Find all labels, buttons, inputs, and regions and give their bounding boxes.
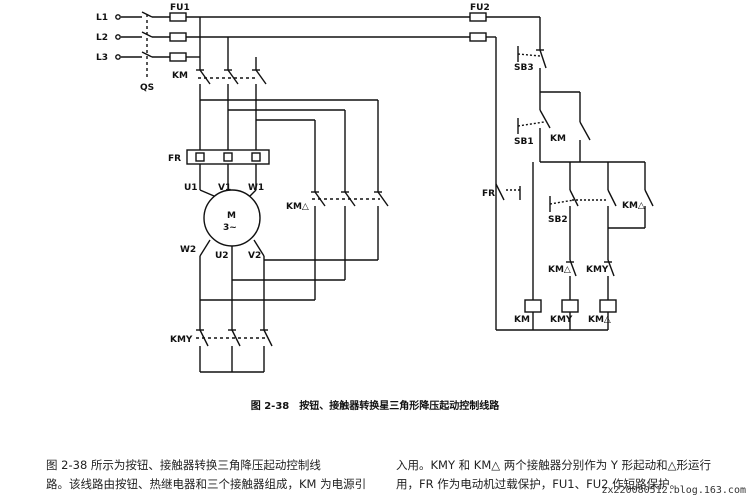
control-circuit: [495, 17, 654, 331]
label-coil-km: KM: [514, 315, 530, 325]
paragraph-left-line-2: 路。该线路由按钮、热继电器和三个接触器组成，KM 为电源引: [46, 477, 367, 491]
label-km-delta-power: KM△: [286, 202, 309, 212]
supply-lines: [115, 11, 540, 78]
label-km-delta-ctrl: KM△: [622, 201, 645, 211]
label-km-y-nc: KMY: [586, 265, 609, 275]
label-sb3: SB3: [514, 63, 534, 73]
paragraph-left-line-1: 图 2-38 所示为按钮、接触器转换三角降压起动控制线: [46, 458, 321, 472]
paragraph-left: 图 2-38 所示为按钮、接触器转换三角降压起动控制线 路。该线路由按钮、热继电…: [46, 456, 366, 494]
paragraph-right-line-2: 用，FR 作为电动机过载保护，FU1、FU2 作短路保护。: [396, 477, 682, 491]
label-fu2: FU2: [470, 3, 490, 13]
label-km-main: KM: [172, 71, 188, 81]
label-qs: QS: [140, 83, 154, 93]
label-coil-kmd: KM△: [588, 315, 611, 325]
label-fr-power: FR: [168, 154, 181, 164]
label-coil-kmy: KMY: [550, 315, 573, 325]
paragraph-right: 入用。KMY 和 KM△ 两个接触器分别作为 Y 形起动和△形运行 用，FR 作…: [396, 456, 711, 494]
label-l3: L3: [96, 53, 108, 63]
label-l2: L2: [96, 33, 108, 43]
label-km-y-power: KMY: [170, 335, 193, 345]
main-power-circuit: [186, 17, 389, 373]
label-sb1: SB1: [514, 137, 534, 147]
label-w1: W1: [248, 183, 264, 193]
paragraph-right-line-1: 入用。KMY 和 KM△ 两个接触器分别作为 Y 形起动和△形运行: [396, 458, 711, 472]
label-v2: V2: [248, 251, 261, 261]
watermark: zx220080512.blog.163.com: [601, 485, 747, 496]
label-sb2: SB2: [548, 215, 568, 225]
figure-caption: 图 2-38 按钮、接触器转换星三角形降压起动控制线路: [250, 401, 500, 412]
label-motor-phase: 3~: [223, 223, 237, 233]
label-motor-m: M: [227, 211, 236, 221]
label-fr-ctrl: FR: [482, 189, 495, 199]
label-km-delta-nc: KM△: [548, 265, 571, 275]
label-v1: V1: [218, 183, 231, 193]
label-km-ctrl: KM: [550, 134, 566, 144]
label-l1: L1: [96, 13, 108, 23]
label-u2: U2: [215, 251, 229, 261]
label-u1: U1: [184, 183, 198, 193]
circuit-diagram: L1 L2 L3 FU1 FU2 QS KM FR U1 V1 W1 M 3~ …: [96, 3, 654, 373]
label-fu1: FU1: [170, 3, 190, 13]
label-w2: W2: [180, 245, 196, 255]
